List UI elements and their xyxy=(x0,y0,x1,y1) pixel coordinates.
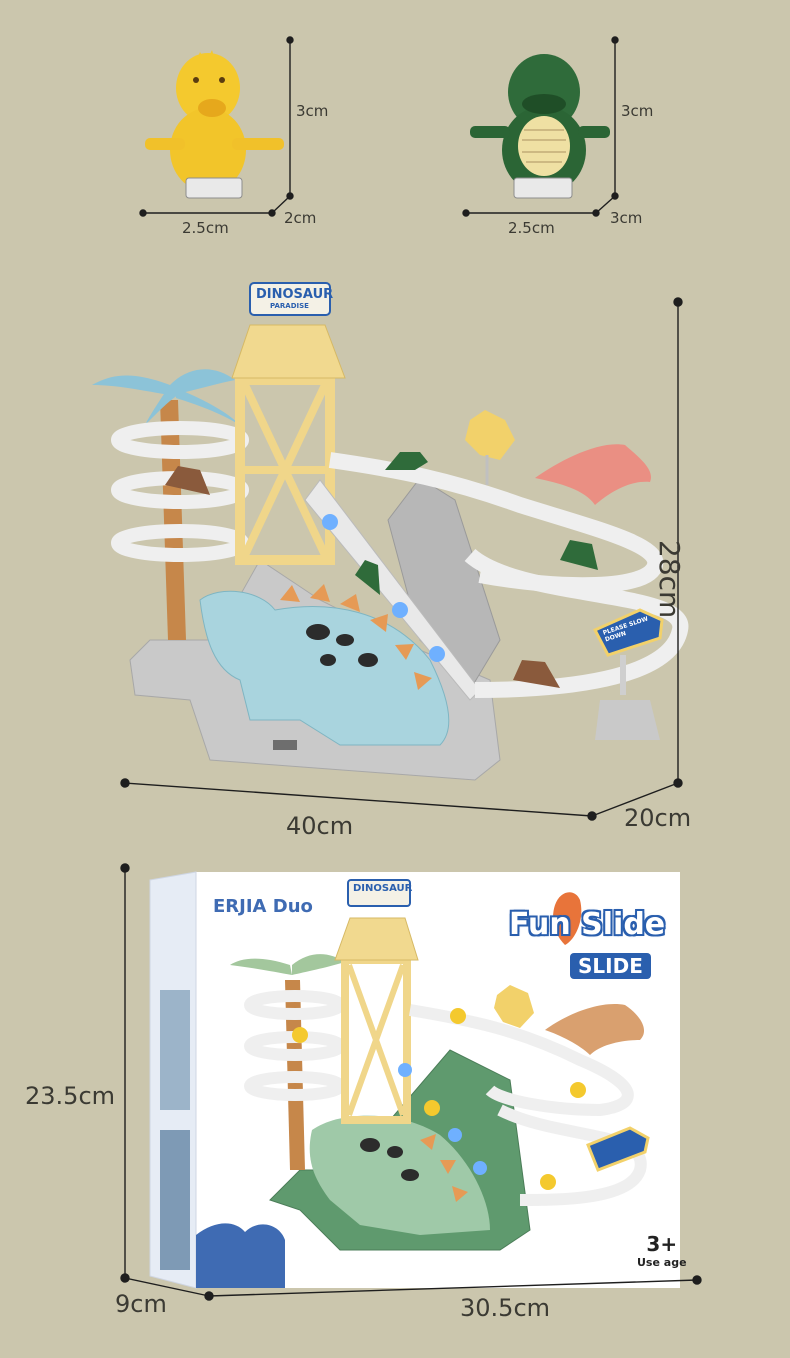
toy-sign-title: DINOSAUR xyxy=(256,287,334,302)
box-product-title: Fun Slide xyxy=(509,907,666,942)
box-brand-label: ERJIA Duo xyxy=(213,896,313,917)
toy-width-label: 40cm xyxy=(286,812,354,840)
figurine-dimension-lines xyxy=(139,36,619,217)
duck-width-label: 2.5cm xyxy=(182,219,229,237)
duck-figurine-image xyxy=(145,50,610,199)
box-depth-label: 9cm xyxy=(115,1290,167,1318)
toy-depth-label: 20cm xyxy=(624,804,692,832)
box-product-subtitle: SLIDE xyxy=(570,953,651,979)
toy-dimension-lines xyxy=(120,297,683,821)
box-sign-title: DINOSAUR xyxy=(353,883,413,894)
dino-height-label: 3cm xyxy=(621,102,654,120)
dino-depth-label: 3cm xyxy=(610,209,643,227)
dino-width-label: 2.5cm xyxy=(508,219,555,237)
box-height-label: 23.5cm xyxy=(25,1082,116,1110)
box-age-badge: 3+ Use age xyxy=(637,1232,687,1269)
duck-height-label: 3cm xyxy=(296,102,329,120)
duck-depth-label: 2cm xyxy=(284,209,317,227)
toy-sign-subtitle: PARADISE xyxy=(270,302,309,310)
box-age-value: 3+ xyxy=(646,1232,678,1256)
toy-playset-image xyxy=(92,282,689,781)
box-width-label: 30.5cm xyxy=(460,1294,551,1322)
box-age-label: Use age xyxy=(637,1256,687,1269)
